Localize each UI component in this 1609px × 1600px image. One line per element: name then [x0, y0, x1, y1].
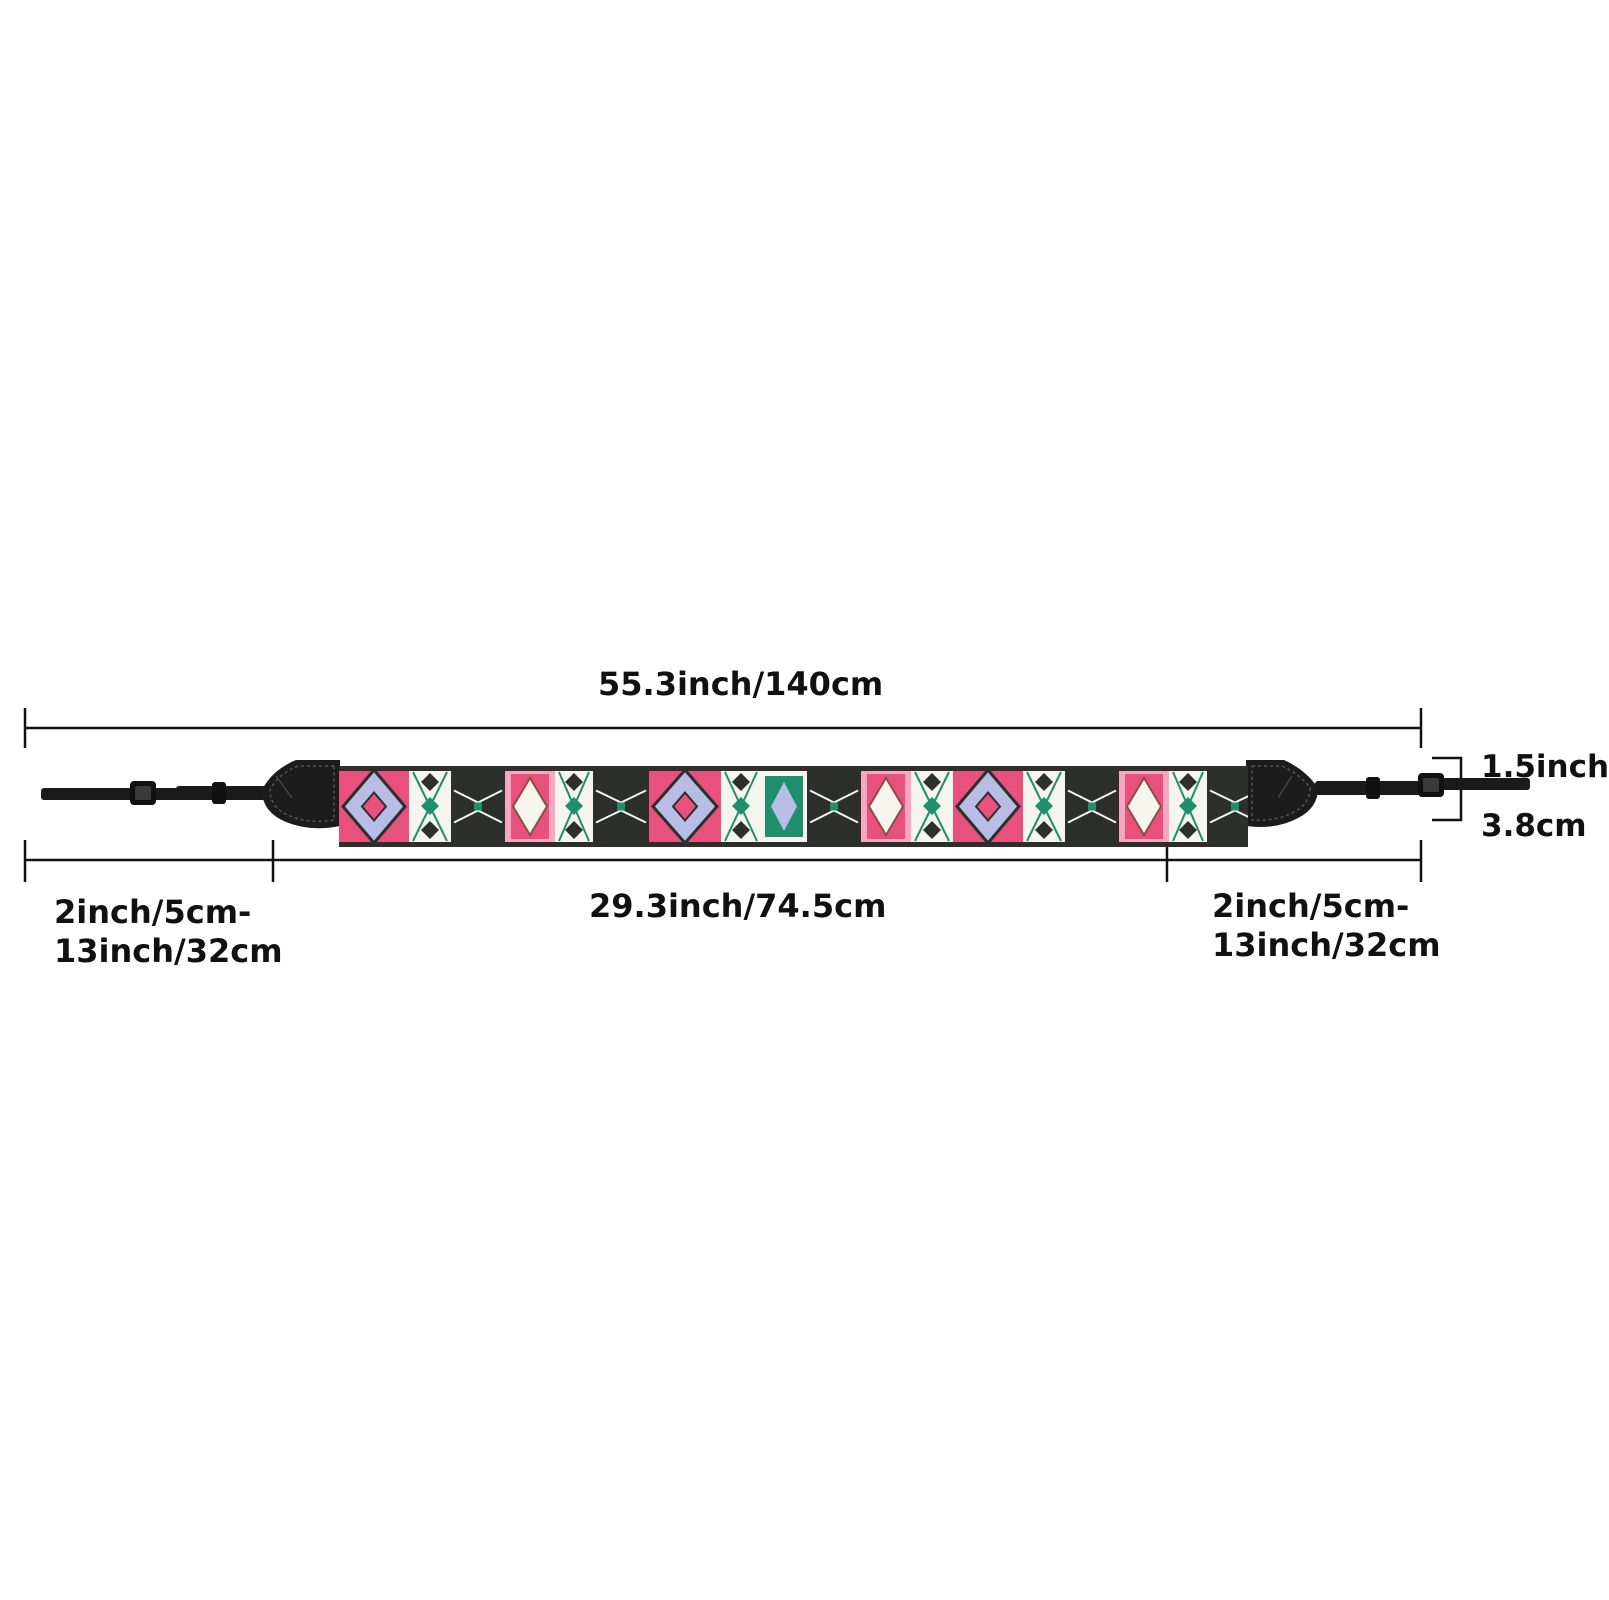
- overall-length-dimension-line: [23, 708, 1423, 748]
- right-leather-end: [1246, 760, 1318, 827]
- left-leather-end: [262, 760, 340, 829]
- right-end-length-line2: 13inch/32cm: [1212, 926, 1441, 965]
- width-cm: 3.8cm: [1481, 807, 1587, 844]
- left-end-length-line1: 2inch/5cm-: [54, 893, 252, 931]
- band-pattern-segments: [339, 766, 1248, 847]
- left-end-length-line2: 13inch/32cm: [54, 932, 283, 971]
- left-webbing-strap: [41, 781, 266, 805]
- right-webbing-strap: [1315, 773, 1530, 799]
- left-end-length-label: 2inch/5cm- 13inch/32cm: [54, 893, 283, 971]
- right-end-length-label: 2inch/5cm- 13inch/32cm: [1212, 887, 1441, 965]
- width-inch: 1.5inch: [1481, 749, 1609, 785]
- patterned-band: [339, 766, 1248, 847]
- right-end-length-line1: 2inch/5cm-: [1212, 887, 1410, 925]
- middle-length-label: 29.3inch/74.5cm: [589, 887, 887, 925]
- overall-length-label: 55.3inch/140cm: [598, 665, 884, 703]
- width-label: 1.5inch 3.8cm: [1481, 738, 1609, 856]
